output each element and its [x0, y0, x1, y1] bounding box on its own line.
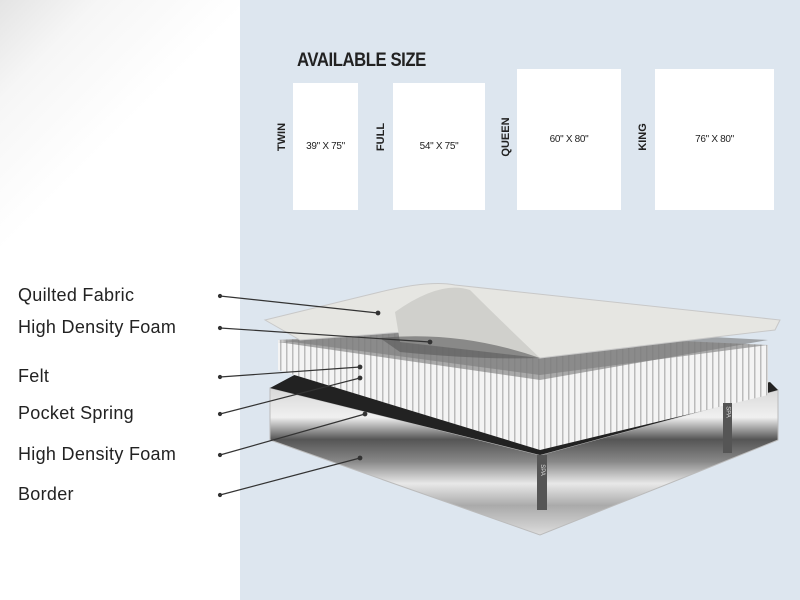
brand-mark: SPA	[725, 406, 731, 418]
label-pocket-spring: Pocket Spring	[18, 403, 134, 423]
label-felt: Felt	[18, 366, 50, 386]
label-quilted-fabric: Quilted Fabric	[18, 285, 135, 305]
size-box-king: 76" X 80"	[655, 69, 774, 210]
size-box-queen: 60" X 80"	[517, 69, 621, 210]
size-box-twin: 39" X 75"	[293, 83, 358, 210]
label-border: Border	[18, 484, 74, 504]
label-high-density-foam-bottom: High Density Foam	[18, 444, 177, 464]
brand-mark: SPA	[539, 464, 545, 476]
sizes-title: AVAILABLE SIZE	[297, 50, 426, 71]
label-high-density-foam-top: High Density Foam	[18, 317, 177, 337]
size-box-full: 54" X 75"	[393, 83, 485, 210]
strap-front	[537, 455, 547, 510]
left-background	[0, 0, 240, 600]
leader-lines	[217, 293, 433, 498]
strap-right	[723, 403, 732, 453]
